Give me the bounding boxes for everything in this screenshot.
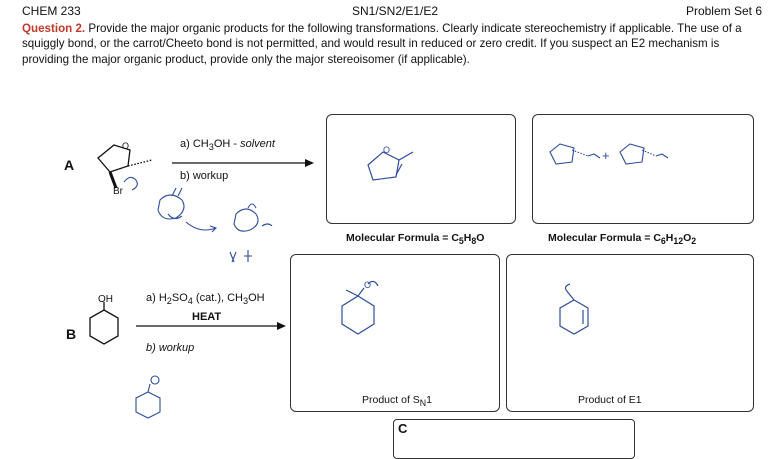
reaction-c-label: C [398, 421, 408, 436]
answer-a-2-drawing: + [549, 143, 669, 165]
reaction-b-step-a: a) H2SO4 (cat.), CH3OH [146, 292, 265, 307]
reaction-b-sketch [135, 375, 161, 419]
formula-a-1: Molecular Formula = C5H8O [346, 232, 485, 247]
problem-set-title: Problem Set 6 [685, 4, 762, 18]
topic-title: SN1/SN2/E1/E2 [352, 4, 439, 18]
answer-b-e1-drawing [559, 283, 589, 335]
question-prompt: Question 2. Provide the major organic pr… [22, 21, 764, 67]
reaction-a-starting-material: O [97, 141, 153, 189]
svg-text:O: O [383, 145, 390, 155]
reaction-b-starting-material [89, 302, 119, 345]
answer-box-c[interactable] [393, 419, 635, 459]
reaction-b-hydroxyl-label: OH [98, 294, 113, 305]
answer-box-b-sn1[interactable] [290, 254, 500, 412]
plus-sign: + [602, 148, 610, 163]
reaction-b-heat: HEAT [192, 311, 222, 323]
answer-a-1-drawing: O [367, 145, 414, 181]
course-code: CHEM 233 [22, 4, 81, 18]
answer-box-b-e1[interactable] [506, 254, 754, 412]
reaction-a-arrow [172, 159, 314, 167]
question-text: Provide the major organic products for t… [22, 22, 742, 66]
svg-text:O: O [122, 141, 129, 151]
answer-box-a-1[interactable] [326, 114, 516, 224]
mechanism-sketch [123, 176, 273, 263]
reaction-b-label: B [66, 326, 77, 342]
answer-box-a-2[interactable] [532, 114, 754, 224]
reaction-a-step-b: b) workup [180, 170, 229, 182]
reaction-a-step-a: a) CH3OH - solvent [180, 138, 275, 153]
reaction-b-arrow [136, 322, 286, 330]
formula-a-2: Molecular Formula = C6H12O2 [548, 232, 697, 247]
svg-text:O: O [364, 280, 371, 290]
question-number: Question 2. [22, 22, 86, 35]
caption-e1: Product of E1 [578, 394, 642, 406]
reaction-b-step-b: b) workup [146, 342, 195, 354]
reaction-a-label: A [64, 157, 75, 173]
answer-b-sn1-drawing: O [341, 280, 379, 335]
reaction-a-bromo-label: Br [113, 186, 123, 197]
caption-sn1: Product of SN1 [362, 394, 432, 409]
